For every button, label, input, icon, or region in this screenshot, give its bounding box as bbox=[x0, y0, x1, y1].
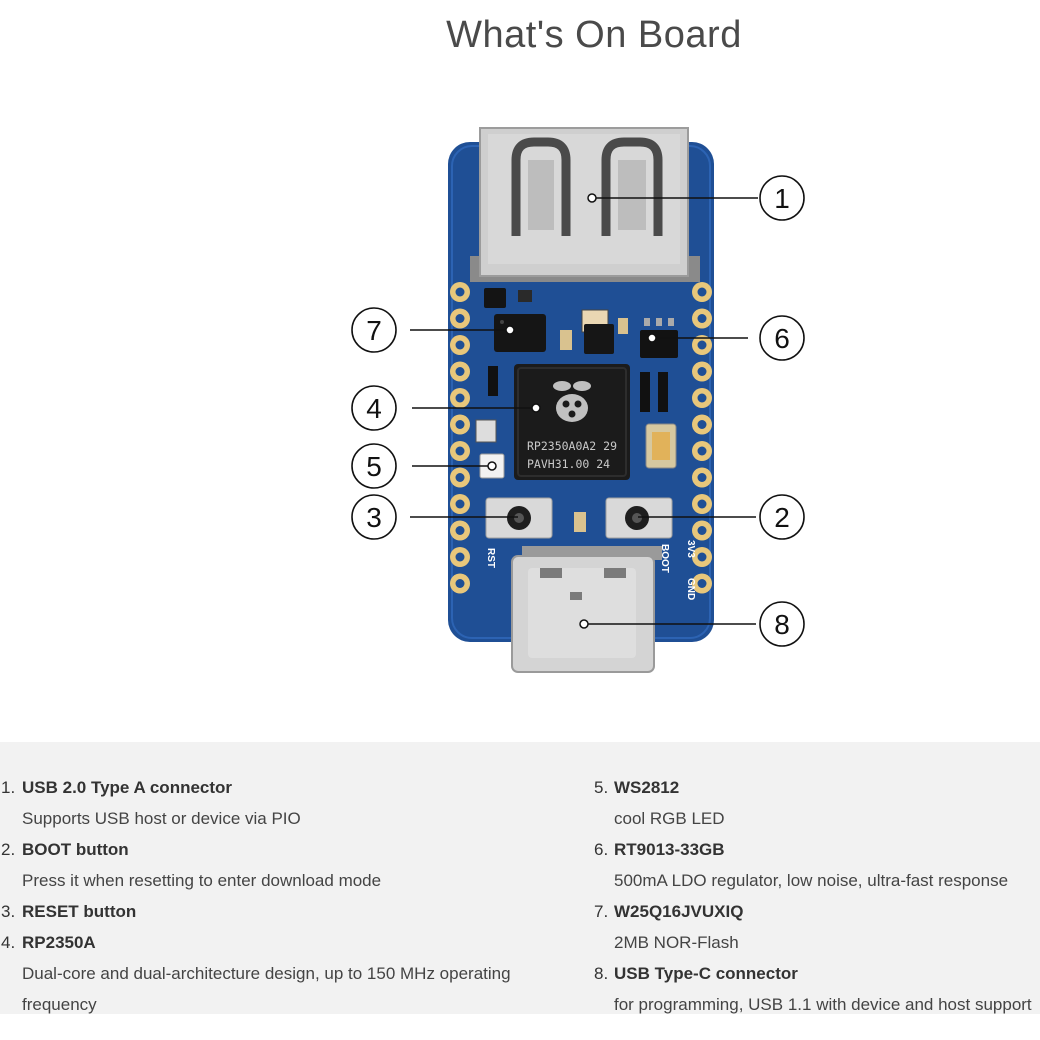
pin-hole bbox=[697, 473, 707, 482]
feature-name: USB 2.0 Type A connector bbox=[22, 778, 233, 797]
pin-hole bbox=[697, 526, 707, 535]
pin-hole bbox=[697, 499, 707, 509]
feature-column-left: 1. USB 2.0 Type A connector Supports USB … bbox=[0, 772, 560, 1020]
callout-7: 7 bbox=[351, 307, 397, 353]
pin-hole bbox=[697, 340, 707, 350]
feature-name: WS2812 bbox=[614, 778, 680, 797]
feature-name: RESET button bbox=[22, 902, 137, 921]
pin-hole bbox=[697, 393, 707, 403]
callout-4-number: 4 bbox=[366, 393, 382, 424]
feature-item: 8. USB Type-C connector for programming, … bbox=[594, 958, 1040, 1020]
callout-7-number: 7 bbox=[366, 315, 382, 346]
feature-description: cool RGB LED bbox=[614, 809, 725, 828]
board-diagram: RP2350A0A2 29 PAVH31.00 24 RST BOOT 3V3 … bbox=[351, 127, 805, 673]
callout-5: 5 bbox=[351, 443, 397, 489]
reset-button bbox=[485, 497, 553, 539]
pin-hole bbox=[455, 446, 465, 456]
feature-number: 8. bbox=[594, 964, 609, 983]
usb-c-connector bbox=[511, 546, 662, 673]
feature-item: 6. RT9013-33GB 500mA LDO regulator, low n… bbox=[594, 834, 1040, 896]
feature-item: 5. WS2812 cool RGB LED bbox=[594, 772, 1040, 834]
pin-hole bbox=[455, 579, 465, 588]
callout-1: 1 bbox=[759, 175, 805, 221]
feature-description: Dual-core and dual-architecture design, … bbox=[22, 964, 511, 983]
page-title: What's On Board bbox=[446, 14, 742, 56]
feature-description: 2MB NOR-Flash bbox=[614, 933, 739, 952]
callout-5-number: 5 bbox=[366, 451, 382, 482]
pin-hole bbox=[697, 367, 707, 376]
callout-1-number: 1 bbox=[774, 183, 790, 214]
feature-name: BOOT button bbox=[22, 840, 129, 859]
feature-description: 500mA LDO regulator, low noise, ultra-fa… bbox=[614, 871, 1009, 890]
feature-item: 3. RESET button bbox=[0, 896, 560, 927]
feature-item: 7. W25Q16JVUXIQ 2MB NOR-Flash bbox=[594, 896, 1040, 958]
feature-number: 1. bbox=[1, 778, 16, 797]
callout-4: 4 bbox=[351, 385, 397, 431]
chip-marking-line1: RP2350A0A2 29 bbox=[527, 439, 617, 453]
callout-8-number: 8 bbox=[774, 609, 790, 640]
feature-name: RP2350A bbox=[22, 933, 96, 952]
pin-hole bbox=[455, 499, 465, 509]
callout-8: 8 bbox=[759, 601, 805, 647]
callout-3: 3 bbox=[351, 494, 397, 540]
feature-name: W25Q16JVUXIQ bbox=[614, 902, 744, 921]
feature-list-panel: 1. USB 2.0 Type A connector Supports USB … bbox=[0, 742, 1040, 1014]
pin-hole bbox=[455, 393, 465, 403]
feature-item: 2. BOOT button Press it when resetting to… bbox=[0, 834, 560, 896]
pin-hole bbox=[455, 367, 465, 376]
usb-a-connector bbox=[470, 127, 700, 282]
feature-number: 2. bbox=[1, 840, 16, 859]
feature-number: 6. bbox=[594, 840, 609, 859]
right-pin-pads bbox=[692, 282, 712, 594]
feature-description: for programming, USB 1.1 with device and… bbox=[614, 995, 1032, 1014]
rp2350-chip: RP2350A0A2 29 PAVH31.00 24 bbox=[514, 364, 630, 480]
3v3-label: 3V3 bbox=[685, 540, 696, 558]
pin-hole bbox=[697, 287, 707, 297]
pin-hole bbox=[697, 314, 707, 323]
pin-hole bbox=[455, 552, 465, 562]
rst-label: RST bbox=[485, 548, 496, 568]
left-pin-pads bbox=[450, 282, 470, 594]
pin-hole bbox=[697, 446, 707, 456]
raspberry-logo-icon bbox=[553, 381, 591, 422]
feature-description: Press it when resetting to enter downloa… bbox=[22, 871, 382, 890]
feature-description: frequency bbox=[22, 995, 97, 1014]
feature-item: 4. RP2350A Dual-core and dual-architectur… bbox=[0, 927, 560, 1020]
pin-hole bbox=[455, 287, 465, 297]
feature-name: USB Type-C connector bbox=[614, 964, 798, 983]
chip-marking-line2: PAVH31.00 24 bbox=[527, 457, 610, 471]
leader-lines bbox=[410, 193, 758, 629]
pin-hole bbox=[455, 340, 465, 350]
feature-description: Supports USB host or device via PIO bbox=[22, 809, 301, 828]
pin-hole bbox=[455, 526, 465, 535]
feature-column-right: 5. WS2812 cool RGB LED 6. RT9013-33GB 500m… bbox=[594, 772, 1040, 1020]
feature-number: 7. bbox=[594, 902, 609, 921]
smd-components bbox=[475, 288, 677, 532]
callout-2-number: 2 bbox=[774, 502, 790, 533]
flash-chip bbox=[494, 314, 546, 352]
pin-hole bbox=[455, 473, 465, 482]
boot-label: BOOT bbox=[659, 544, 670, 573]
pin-hole bbox=[697, 579, 707, 588]
gnd-label: GND bbox=[685, 578, 696, 600]
pin-hole bbox=[455, 314, 465, 323]
pin-hole bbox=[697, 552, 707, 562]
pin-hole bbox=[697, 420, 707, 429]
pin-hole bbox=[455, 420, 465, 429]
callout-6-number: 6 bbox=[774, 323, 790, 354]
feature-number: 5. bbox=[594, 778, 609, 797]
boot-button bbox=[605, 497, 673, 539]
feature-number: 4. bbox=[1, 933, 16, 952]
feature-item: 1. USB 2.0 Type A connector Supports USB … bbox=[0, 772, 560, 834]
feature-number: 3. bbox=[1, 902, 16, 921]
callout-6: 6 bbox=[759, 315, 805, 361]
feature-name: RT9013-33GB bbox=[614, 840, 725, 859]
callout-3-number: 3 bbox=[366, 502, 382, 533]
callout-2: 2 bbox=[759, 494, 805, 540]
